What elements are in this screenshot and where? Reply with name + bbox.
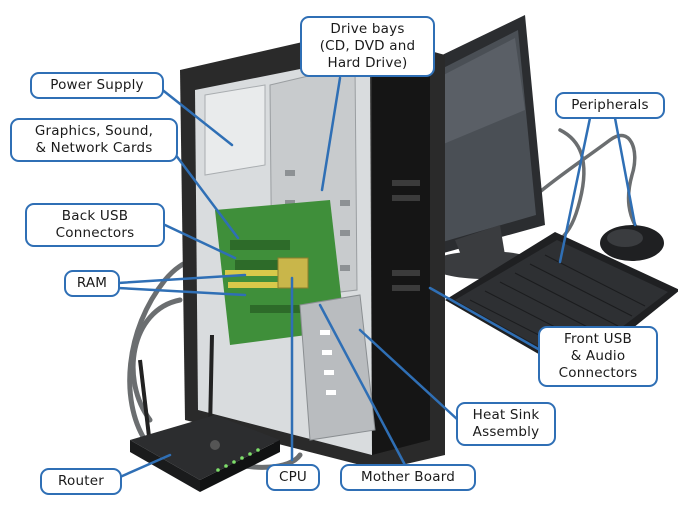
label-drive-bays: Drive bays (CD, DVD and Hard Drive) xyxy=(300,16,435,77)
label-ram: RAM xyxy=(64,270,120,297)
router xyxy=(130,334,280,492)
mouse xyxy=(600,225,664,261)
leader-mother-board xyxy=(318,303,407,467)
label-front-usb-audio-connectors: Front USB & Audio Connectors xyxy=(538,326,658,387)
leader-peripherals-1 xyxy=(558,116,592,264)
leader-drive-bays xyxy=(320,76,342,192)
leader-ram-2 xyxy=(116,286,247,297)
leader-lines xyxy=(116,76,637,479)
label-mother-board: Mother Board xyxy=(340,464,476,491)
leader-front-usb xyxy=(428,286,542,352)
keyboard xyxy=(445,232,678,375)
label-cpu: CPU xyxy=(266,464,320,491)
leader-peripherals-2 xyxy=(613,116,637,227)
label-graphics-sound-network-cards: Graphics, Sound, & Network Cards xyxy=(10,118,178,162)
leader-router xyxy=(118,453,172,479)
leader-power-supply xyxy=(158,86,234,147)
label-heat-sink-assembly: Heat Sink Assembly xyxy=(456,402,556,446)
leader-back-usb xyxy=(163,223,237,260)
leader-cards xyxy=(170,148,240,240)
label-power-supply: Power Supply xyxy=(30,72,164,99)
label-back-usb-connectors: Back USB Connectors xyxy=(25,203,165,247)
label-peripherals: Peripherals xyxy=(555,92,665,119)
label-router: Router xyxy=(40,468,122,495)
leader-heat-sink xyxy=(358,328,460,422)
leader-ram-1 xyxy=(116,273,247,285)
